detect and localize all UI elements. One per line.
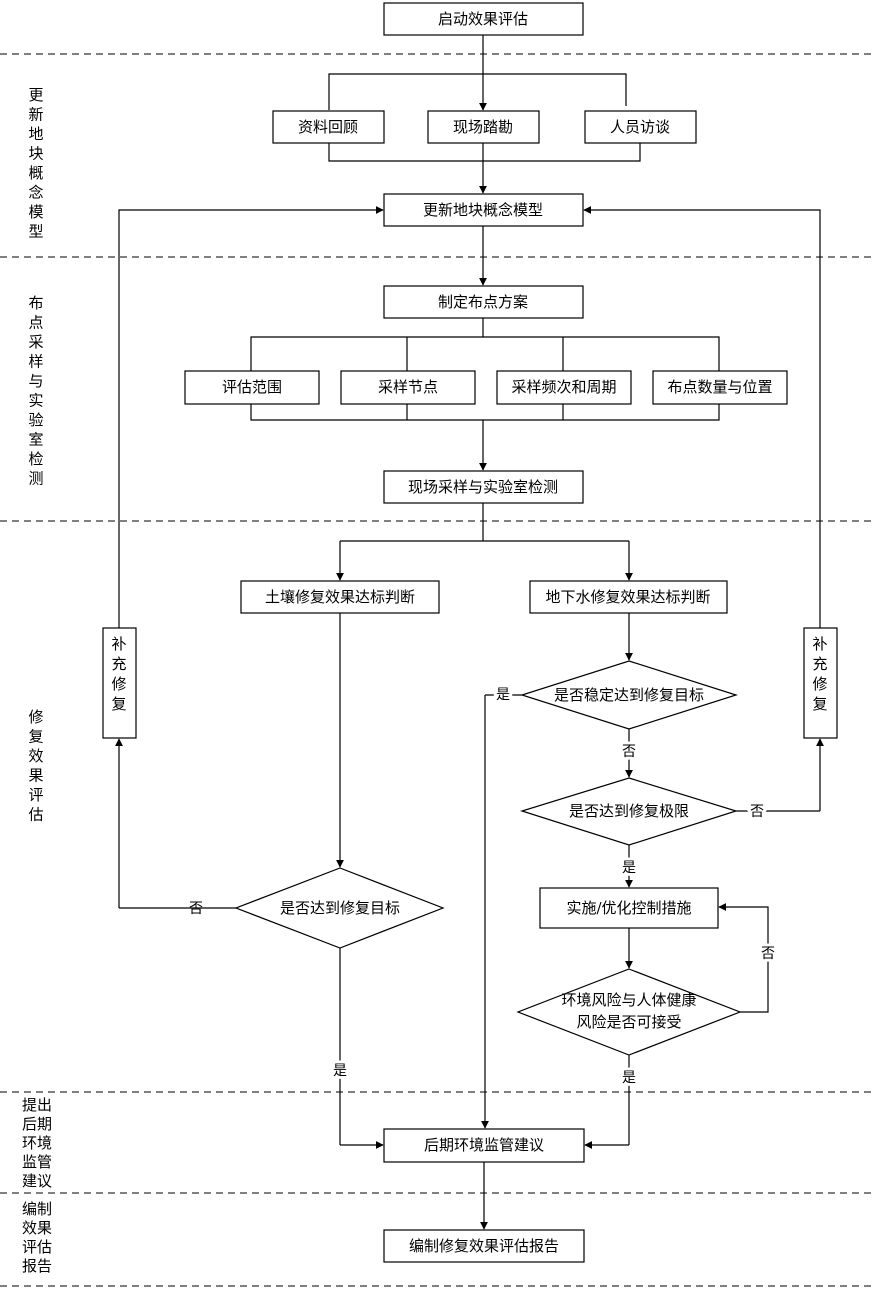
risk-no-label: 否: [761, 946, 775, 962]
start-box: [383, 2, 584, 36]
interview-label: 人员访谈: [610, 118, 670, 136]
phase-label-update-model: 更新地块概念模型: [28, 86, 43, 241]
review-label: 资料回顾: [298, 118, 358, 136]
phase-label-report-line: 报告: [22, 1257, 52, 1275]
sampling-label: 现场采样与实验室检测: [408, 478, 558, 496]
phase-label-report-line: 效果: [22, 1219, 52, 1237]
soil-judge-box: [240, 580, 440, 614]
supplement-left-box: [102, 627, 137, 739]
survey-label: 现场踏勘: [453, 118, 513, 136]
update-model-box: [383, 193, 584, 227]
gw-limit-no-label: 否: [750, 804, 764, 820]
phase-label-evaluation: 修复效果评估: [28, 708, 43, 824]
soil-decision-label: 是否达到修复目标: [280, 899, 400, 917]
gw-stable-no-label: 否: [622, 744, 636, 760]
phase-label-monitoring-line: 环境: [22, 1134, 52, 1152]
risk-label-line1: 环境风险与人体健康: [561, 991, 696, 1009]
survey-box: [427, 110, 540, 144]
phase-label-sampling: 布点采样与实验室检测: [28, 294, 43, 488]
gw-stable-label: 是否稳定达到修复目标: [554, 686, 704, 704]
gw-judge-label: 地下水修复效果达标判断: [545, 588, 710, 606]
gw-limit-yes-label: 是: [622, 860, 636, 876]
control-box: [539, 887, 719, 929]
frequency-box: [496, 370, 632, 405]
plan-box: [383, 285, 584, 319]
gw-judge-box: [529, 580, 728, 614]
monitoring-label: 后期环境监管建议: [424, 1136, 544, 1154]
supplement-right-box: [803, 627, 838, 739]
report-box: [383, 1229, 585, 1263]
phase-label-report-group: 编制 效果 评估 报告: [22, 1200, 52, 1275]
report-label: 编制修复效果评估报告: [409, 1237, 559, 1255]
start-label: 启动效果评估: [438, 10, 528, 28]
supplement-right-label: 补充修复: [812, 635, 827, 713]
phase-label-report-line: 编制: [22, 1200, 52, 1218]
gw-limit-label: 是否达到修复极限: [569, 802, 689, 820]
timing-box: [340, 370, 476, 405]
phase-label-monitoring-line: 建议: [22, 1172, 52, 1190]
points-box: [652, 370, 788, 405]
phase-label-report-line: 评估: [22, 1238, 52, 1256]
soil-no-label: 否: [189, 901, 203, 917]
gw-stable-yes-label: 是: [496, 687, 510, 703]
control-label: 实施/优化控制措施: [566, 899, 691, 917]
scope-box: [184, 370, 320, 405]
plan-label: 制定布点方案: [438, 293, 528, 311]
phase-label-monitoring-line: 后期: [22, 1115, 52, 1133]
update-model-label: 更新地块概念模型: [423, 201, 543, 219]
risk-yes-label: 是: [622, 1070, 636, 1086]
phase-label-monitoring-line: 监管: [22, 1153, 52, 1171]
scope-label: 评估范围: [222, 378, 282, 396]
monitoring-box: [383, 1128, 585, 1163]
supplement-left-label: 补充修复: [111, 635, 126, 713]
sampling-box: [383, 470, 584, 504]
phase-label-monitoring-line: 提出: [22, 1096, 52, 1114]
soil-judge-label: 土壤修复效果达标判断: [265, 588, 415, 606]
phase-label-monitoring-group: 提出 后期 环境 监管 建议: [22, 1096, 52, 1190]
risk-diamond: [516, 968, 742, 1056]
frequency-label: 采样频次和周期: [511, 378, 616, 396]
timing-label: 采样节点: [378, 378, 438, 396]
points-label: 布点数量与位置: [667, 378, 772, 396]
interview-box: [584, 110, 697, 144]
risk-label-line2: 风险是否可接受: [576, 1013, 681, 1031]
soil-yes-label: 是: [333, 1063, 347, 1079]
